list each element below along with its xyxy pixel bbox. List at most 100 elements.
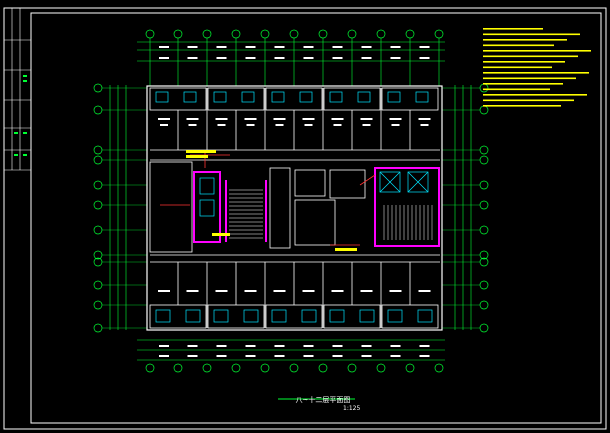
dimension-mark [390, 46, 401, 48]
dimension-mark [419, 355, 430, 357]
room-label-mark [331, 290, 344, 292]
grid-bubble [93, 225, 103, 235]
grid-bubble [202, 363, 212, 373]
dimension-mark [216, 57, 227, 59]
room-label-mark [186, 118, 199, 120]
bottom-dimension-labels [159, 345, 430, 357]
top-room-label-marks [158, 118, 431, 126]
grid-bubble [145, 29, 155, 39]
right-grid-bubbles [479, 83, 489, 333]
dimension-mark [390, 355, 401, 357]
room-label-mark [420, 124, 429, 126]
yellow-annotation-marks [186, 150, 357, 251]
title-strip [4, 8, 31, 171]
dimension-mark [187, 345, 198, 347]
grid-bubble [289, 363, 299, 373]
dimension-mark [419, 46, 430, 48]
grid-bubble [479, 323, 489, 333]
drawing-title: 八~十二层平面图 [295, 396, 351, 404]
grid-bubble [93, 180, 103, 190]
note-line-mark [483, 83, 563, 85]
bottom-dimension-lines [137, 339, 445, 361]
room-label-mark [333, 124, 342, 126]
dimension-mark [332, 57, 343, 59]
grid-bubble [93, 83, 103, 93]
general-notes [483, 28, 591, 107]
grid-bubble [93, 280, 103, 290]
note-line-mark [483, 77, 576, 80]
dimension-mark [159, 46, 169, 48]
dimension-mark [245, 355, 256, 357]
room-label-mark [331, 118, 344, 120]
room-label-mark [275, 124, 284, 126]
dimension-mark [245, 345, 256, 347]
room-label-mark [418, 290, 431, 292]
room-label-mark [360, 118, 373, 120]
grid-bubble [93, 200, 103, 210]
dimension-mark [245, 46, 256, 48]
horizontal-grid-lines [102, 87, 480, 329]
top-grid-bubbles [145, 29, 444, 39]
note-line-mark [483, 61, 565, 63]
grid-bubble [376, 29, 386, 39]
dimension-mark [303, 345, 314, 347]
grid-bubble [347, 29, 357, 39]
grid-bubble [479, 83, 489, 93]
note-line-mark [483, 66, 552, 69]
grid-bubble [231, 29, 241, 39]
dimension-mark [332, 46, 343, 48]
room-label-mark [391, 124, 400, 126]
grid-bubble [93, 300, 103, 310]
room-label-mark [389, 118, 402, 120]
grid-bubble [318, 363, 328, 373]
dimension-mark [216, 345, 227, 347]
bottom-room-fixtures [155, 309, 433, 323]
dimension-mark [187, 355, 198, 357]
dimension-mark [390, 57, 401, 59]
grid-bubble [347, 363, 357, 373]
grid-bubble [479, 200, 489, 210]
grid-bubble [173, 29, 183, 39]
note-line-mark [483, 39, 567, 41]
grid-bubble [405, 29, 415, 39]
left-grid-bubbles [93, 83, 103, 333]
dimension-mark [332, 355, 343, 357]
grid-bubble [479, 105, 489, 115]
dimension-mark [419, 57, 430, 59]
grid-bubble [93, 105, 103, 115]
sheet-outer-border [3, 7, 607, 430]
grid-bubble [479, 180, 489, 190]
room-label-mark [188, 124, 197, 126]
room-label-mark [244, 118, 257, 120]
note-line-mark [483, 94, 587, 96]
dimension-mark [332, 345, 343, 347]
top-dimension-labels [159, 46, 430, 59]
right-stair [383, 205, 433, 240]
dimension-mark [216, 46, 227, 48]
room-label-mark [186, 290, 199, 292]
elevator-cabins [199, 171, 429, 217]
central-core [149, 159, 440, 256]
bottom-grid-bubbles [145, 363, 444, 373]
room-label-mark [302, 118, 315, 120]
grid-bubble [93, 155, 103, 165]
top-grid-ticks [149, 38, 440, 86]
room-label-mark [360, 290, 373, 292]
magenta-walls [193, 167, 440, 247]
grid-bubble [202, 29, 212, 39]
dimension-mark [361, 345, 372, 347]
grid-bubble [173, 363, 183, 373]
dimension-mark [187, 46, 198, 48]
grid-bubble [260, 29, 270, 39]
room-label-mark [215, 118, 228, 120]
dimension-mark [159, 345, 169, 347]
room-label-mark [160, 124, 168, 126]
note-line-mark [483, 88, 550, 91]
note-line-mark [483, 55, 578, 58]
sheet-inner-border [30, 12, 602, 424]
dimension-mark [303, 57, 314, 59]
bottom-room-row [149, 261, 440, 329]
note-line-mark [483, 28, 543, 30]
dimension-mark [187, 57, 198, 59]
